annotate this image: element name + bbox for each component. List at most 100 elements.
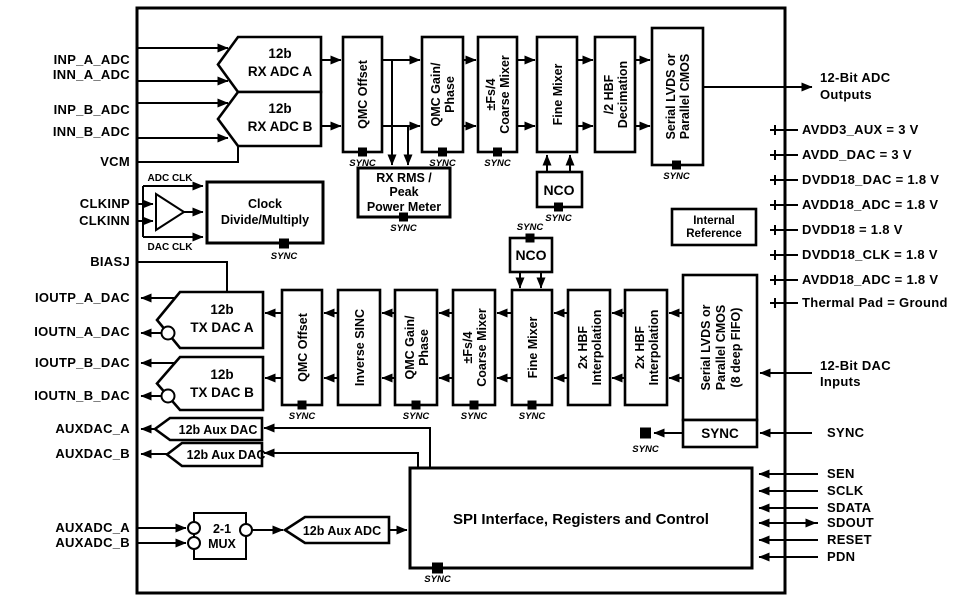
mux-label: MUX [208, 537, 236, 551]
rx-qmc-phase-label: Phase [443, 76, 457, 113]
nco-tx-label: NCO [515, 247, 546, 263]
tx-coarse-mixer-label: Coarse Mixer [475, 308, 489, 387]
nco-rx-label: NCO [543, 182, 574, 198]
mux-input-bubble [187, 521, 201, 535]
supply-label: DVDD18_DAC = 1.8 V [802, 172, 939, 187]
serial-lvds-tx-label: Parallel CMOS [714, 305, 728, 390]
hbf-interpolation-label: 2x HBF [576, 326, 590, 369]
tx-qmc-gain-label: QMC Gain/ [403, 315, 417, 379]
supply-label: Thermal Pad = Ground [802, 295, 948, 310]
supply-label: AVDD18_ADC = 1.8 V [802, 197, 938, 212]
serial-lvds-rx-label: Parallel CMOS [678, 54, 692, 139]
block-aux-dac-b [164, 441, 264, 468]
tx-dac-a-label: 12b [210, 302, 233, 317]
block-nco-rx [535, 170, 584, 209]
block-aux-adc [282, 515, 391, 545]
mux-label: 2-1 [213, 522, 231, 536]
pin-inp-a-adc: INP_A_ADC [54, 52, 131, 67]
adc-clk-label: ADC CLK [148, 173, 194, 184]
block-rx-rms-power-meter [356, 166, 452, 219]
rx-adc-a-label: RX ADC A [248, 64, 313, 79]
aux-adc-wires [138, 523, 408, 548]
block-nco-tx [508, 236, 554, 274]
rms-label: RX RMS / [376, 171, 432, 185]
spi-label: SPI Interface, Registers and Control [453, 511, 709, 528]
hbf-decimation-label: /2 HBF [602, 74, 616, 114]
pin-sdata: SDATA [827, 500, 872, 515]
pin-auxdac-b: AUXDAC_B [55, 446, 130, 461]
pin-inp-b-adc: INP_B_ADC [54, 102, 131, 117]
aux-dac-b-label: 12b Aux DAC [187, 448, 266, 462]
rx-chain-wires [321, 55, 813, 172]
pin-ioutn-b-dac: IOUTN_B_DAC [34, 388, 130, 403]
svg-text:SYNC: SYNC [271, 251, 298, 262]
svg-text:SYNC: SYNC [519, 411, 546, 422]
sync-block-label: SYNC [701, 426, 739, 441]
tx-fine-mixer-label: Fine Mixer [526, 316, 540, 378]
svg-text:SYNC: SYNC [545, 213, 572, 224]
rx-qmc-offset-label: QMC Offset [356, 59, 370, 129]
block-hbf-interpolation-2 [623, 288, 669, 407]
tx-dac-b-label: TX DAC B [190, 385, 254, 400]
svg-text:SYNC: SYNC [517, 222, 544, 233]
label-adc-outputs: Outputs [820, 87, 872, 102]
block-inverse-sinc [336, 288, 382, 407]
block-rx-fine-mixer [535, 35, 579, 154]
inverter-bubble-ioutn-b [160, 388, 176, 404]
clock-buffer-icon [155, 192, 186, 232]
tx-qmc-offset-label: QMC Offset [296, 312, 310, 382]
left-pin-labels: INP_A_ADC INN_A_ADC INP_B_ADC INN_B_ADC … [34, 52, 130, 550]
tx-dac-a-label: TX DAC A [190, 320, 253, 335]
block-internal-reference [670, 207, 758, 247]
pin-clkinp: CLKINP [80, 196, 130, 211]
pin-inn-b-adc: INN_B_ADC [53, 124, 130, 139]
pin-reset: RESET [827, 532, 872, 547]
supply-label: AVDD3_AUX = 3 V [802, 122, 919, 137]
rx-adc-b-label: RX ADC B [248, 119, 313, 134]
block-aux-dac-a [152, 416, 264, 442]
svg-text:SYNC: SYNC [403, 411, 430, 422]
sync-markers: SYNC SYNC SYNC SYNC SYNC SYNC SYNC SYNC … [271, 147, 690, 585]
pin-ioutn-a-dac: IOUTN_A_DAC [34, 324, 130, 339]
serial-lvds-tx-label: Serial LVDS or [699, 304, 713, 390]
supply-label: DVDD18 = 1.8 V [802, 222, 903, 237]
rx-adc-b-label: 12b [268, 101, 291, 116]
svg-text:SYNC: SYNC [289, 411, 316, 422]
block-rx-qmc-gain-phase [420, 35, 465, 154]
block-serial-lvds-rx [650, 26, 705, 167]
block-tx-fine-mixer [510, 288, 554, 407]
dac-clk-label: DAC CLK [148, 242, 194, 253]
pin-auxadc-a: AUXADC_A [55, 520, 130, 535]
inverse-sinc-label: Inverse SINC [353, 309, 367, 386]
rx-coarse-mixer-label: Coarse Mixer [498, 55, 512, 134]
hbf-interpolation-label: 2x HBF [633, 326, 647, 369]
rx-fine-mixer-label: Fine Mixer [551, 63, 565, 125]
tx-coarse-mixer-label: ±Fs/4 [461, 332, 475, 364]
pin-vcm: VCM [100, 154, 130, 169]
pin-ioutp-b-dac: IOUTP_B_DAC [35, 355, 130, 370]
clock-label: Clock [248, 197, 282, 211]
supply-label: DVDD18_CLK = 1.8 V [802, 247, 938, 262]
pin-clkinn: CLKINN [79, 213, 130, 228]
block-tx-coarse-mixer [451, 288, 497, 407]
pin-inn-a-adc: INN_A_ADC [53, 67, 130, 82]
internal-reference-label: Reference [686, 228, 742, 240]
tx-chain-wires [264, 272, 683, 383]
supply-label: AVDD18_ADC = 1.8 V [802, 272, 938, 287]
supply-label: AVDD_DAC = 3 V [802, 147, 912, 162]
rx-input-wires [138, 43, 239, 163]
pin-sdout: SDOUT [827, 515, 874, 530]
pin-auxdac-a: AUXDAC_A [55, 421, 130, 436]
svg-text:SYNC: SYNC [349, 158, 376, 169]
block-hbf-decimation [593, 35, 637, 154]
svg-text:SYNC: SYNC [484, 158, 511, 169]
pin-ioutp-a-dac: IOUTP_A_DAC [35, 290, 130, 305]
svg-text:SYNC: SYNC [461, 411, 488, 422]
block-rx-qmc-offset [341, 35, 384, 154]
pin-sclk: SCLK [827, 483, 864, 498]
supply-ticks [770, 125, 798, 308]
rms-label: Power Meter [367, 200, 441, 214]
svg-text:SYNC: SYNC [390, 223, 417, 234]
